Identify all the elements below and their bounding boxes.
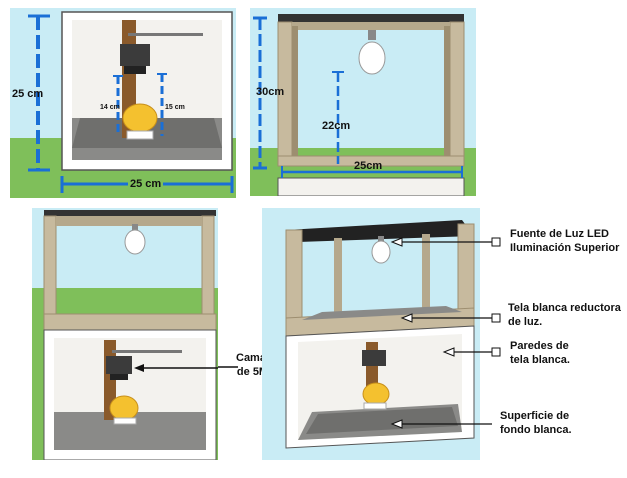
white-walls-label: Paredes de tela blanca. — [510, 340, 570, 366]
bulb-socket — [368, 30, 376, 40]
egg-stand — [126, 130, 154, 140]
bulb — [371, 240, 391, 264]
led-light-label: Fuente de Luz LED Iluminación Superior — [510, 228, 620, 254]
egg — [122, 103, 158, 133]
bulb — [124, 229, 146, 255]
box-floor — [54, 412, 206, 450]
top-cover — [278, 14, 464, 22]
lamp-height-label: 22cm — [322, 120, 351, 132]
lower-box-drawing — [10, 8, 236, 198]
panel-upper-box-dimensions: 30cm 22cm 25cm — [250, 8, 476, 196]
egg — [109, 395, 139, 421]
camera-body — [120, 44, 150, 66]
width-dimension-label: 25cm — [354, 160, 383, 172]
right-frame — [449, 21, 465, 163]
camera-body — [106, 356, 132, 374]
camera-lens — [124, 66, 146, 74]
light-reducing-cloth — [302, 306, 462, 320]
panel-lower-box-dimensions: 25 cm 25 cm 14 cm 15 cm — [10, 8, 236, 198]
light-reducing-cloth-label: Tela blanca reductora de luz. — [508, 302, 621, 328]
assembled-3d-drawing — [262, 208, 480, 460]
egg-height-1-label: 14 cm — [100, 104, 120, 111]
bottom-frame — [277, 155, 465, 167]
bulb — [358, 41, 386, 75]
upper-box-drawing — [250, 8, 476, 196]
middle-frame — [43, 313, 217, 331]
top-cover — [44, 210, 216, 216]
white-surface-label: Superficie de fondo blanca. — [500, 410, 572, 436]
assembled-side-drawing — [32, 208, 218, 460]
callout-arrows — [390, 237, 501, 429]
height-dimension-label: 25 cm — [12, 88, 44, 100]
panel-assembled-side-view — [32, 208, 218, 460]
camera-rail — [128, 33, 203, 36]
egg-height-2-label: 15 cm — [165, 104, 185, 111]
panel-assembled-3d-view — [262, 208, 480, 460]
camera-body — [362, 350, 386, 366]
height-dimension-label: 30cm — [256, 86, 285, 98]
lower-box-top — [277, 177, 465, 196]
width-dimension-label: 25 cm — [128, 178, 164, 190]
top-inner-frame — [292, 22, 450, 30]
